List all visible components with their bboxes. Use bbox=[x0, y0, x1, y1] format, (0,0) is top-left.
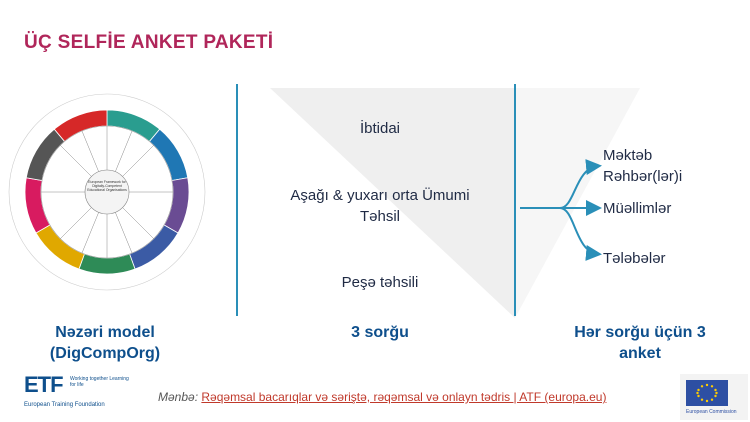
target-school-leaders: Məktəb Rəhbər(lər)i bbox=[603, 147, 683, 185]
target-teachers: Müəllimlər bbox=[603, 200, 672, 217]
eu-label: European Commission bbox=[686, 409, 737, 415]
branch-arrows bbox=[520, 159, 602, 261]
digcomporg-wheel-diagram: European Framework for Digitally-Compete… bbox=[8, 93, 206, 291]
caption-three-surveys: 3 sorğu bbox=[351, 324, 409, 341]
level-primary: İbtidai bbox=[359, 120, 401, 137]
caption-theoretical-model: Nəzəri model (DigCompOrg) bbox=[49, 324, 161, 362]
etf-logo: ETF Working together Learning for life E… bbox=[24, 372, 144, 418]
source-link[interactable]: Rəqəmsal bacarıqlar və səriştə, rəqəmsal… bbox=[201, 390, 607, 404]
page-title: ÜÇ SELFİE ANKET PAKETİ bbox=[24, 32, 274, 53]
source-note: Mənbə: Rəqəmsal bacarıqlar və səriştə, r… bbox=[158, 390, 606, 404]
etf-mark: ETF bbox=[24, 372, 64, 397]
eu-commission-logo: European Commission bbox=[680, 374, 748, 420]
etf-name: European Training Foundation bbox=[24, 402, 105, 408]
column-divider-left bbox=[236, 84, 238, 316]
etf-tagline: Working together Learning for life bbox=[70, 376, 129, 388]
level-vocational: Peşə təhsili bbox=[341, 274, 419, 291]
wheel-center-text: European Framework for Digitally-Compete… bbox=[87, 180, 127, 192]
eu-flag-icon bbox=[686, 380, 728, 406]
target-students: Tələbələr bbox=[603, 250, 666, 267]
wheel-segments bbox=[24, 109, 190, 275]
source-prefix: Mənbə: bbox=[158, 390, 199, 404]
column-divider-right bbox=[514, 84, 516, 316]
caption-three-questionnaires: Hər sorğu üçün 3 anket bbox=[574, 324, 706, 362]
level-secondary: Aşağı & yuxarı orta Ümumi Təhsil bbox=[290, 187, 470, 225]
